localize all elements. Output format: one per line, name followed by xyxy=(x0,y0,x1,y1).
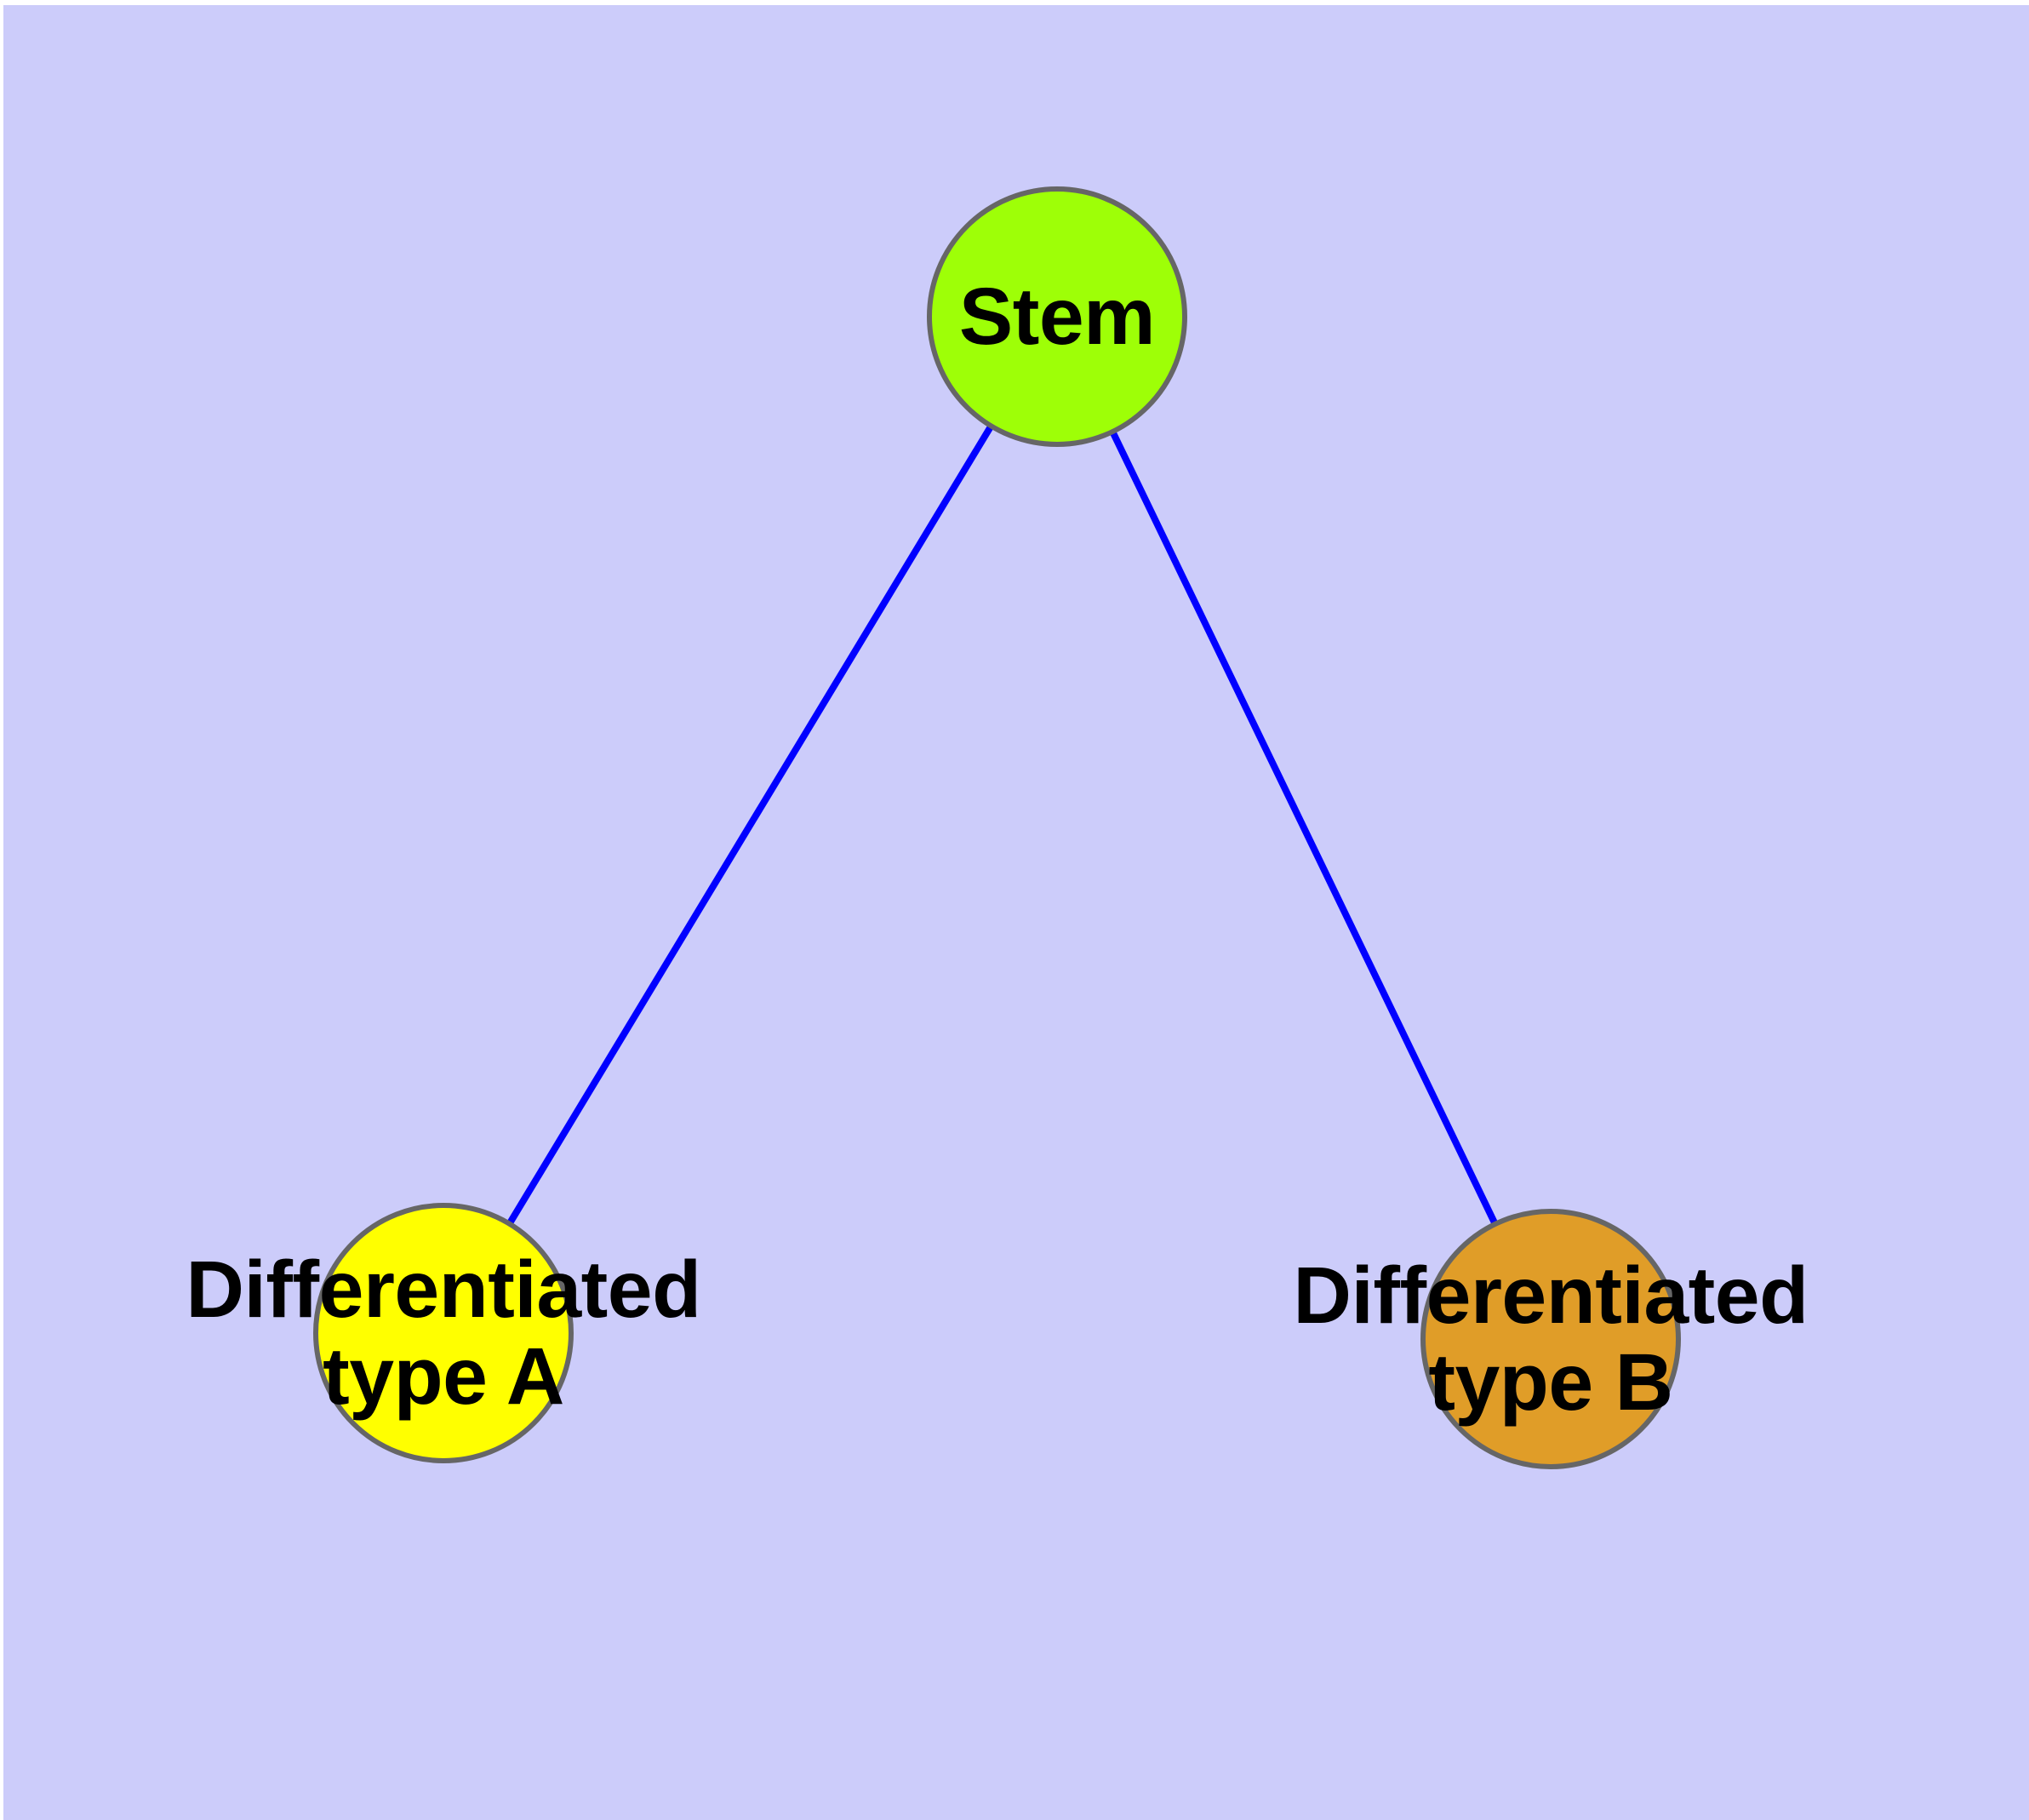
edges-layer xyxy=(506,422,1500,1228)
nodes-layer xyxy=(313,186,1681,1469)
graph-edge-stem-diff_b[interactable] xyxy=(1108,428,1500,1228)
graph-edge-stem-diff_a[interactable] xyxy=(506,422,995,1228)
graph-node-stem[interactable] xyxy=(927,186,1187,447)
graph-node-diff_b[interactable] xyxy=(1420,1209,1681,1469)
graph-node-diff_a[interactable] xyxy=(313,1203,574,1463)
